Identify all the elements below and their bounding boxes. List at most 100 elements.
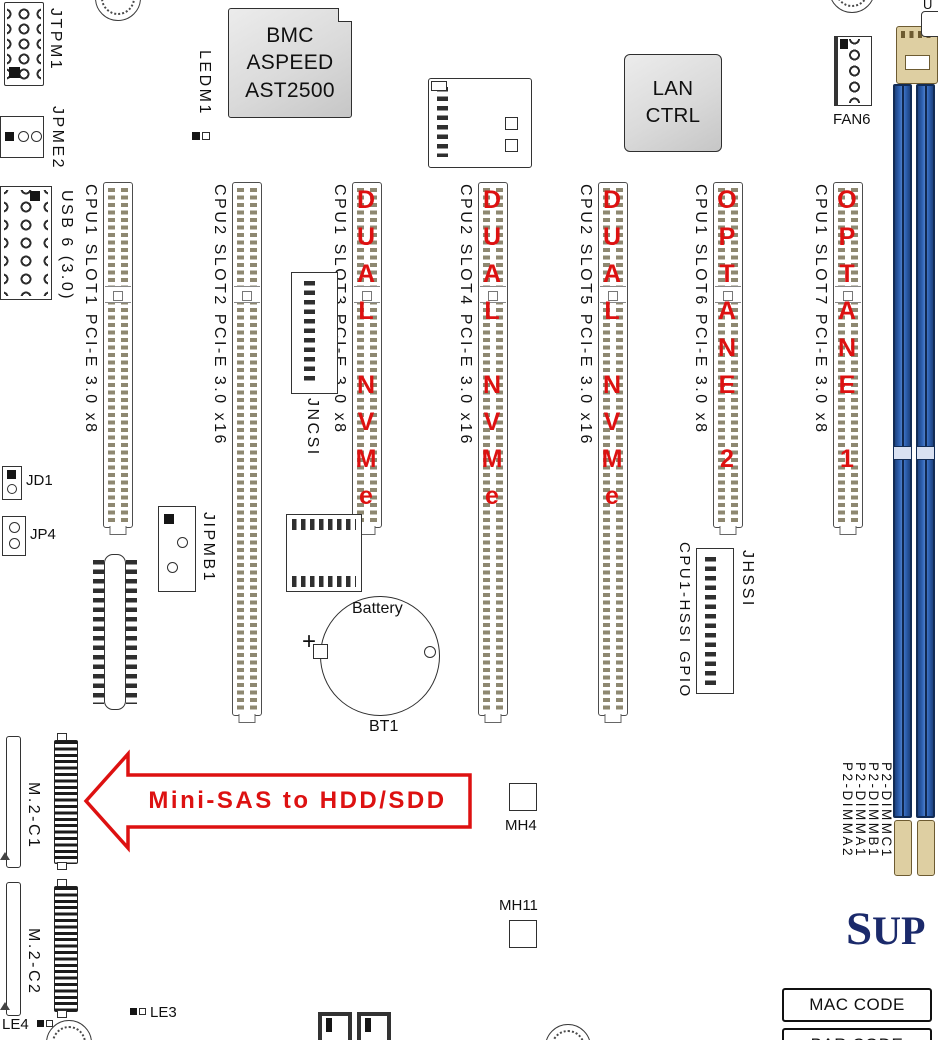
mh11-pad bbox=[509, 920, 537, 948]
index-triangle-icon bbox=[0, 852, 10, 860]
m2-c1-comb bbox=[54, 740, 78, 864]
slot7-optane1-annotation: OPTANE 1 bbox=[833, 186, 861, 482]
mac-code-label: MAC CODE bbox=[809, 995, 905, 1014]
flash-chip bbox=[428, 78, 532, 168]
jipmb1-header bbox=[158, 506, 196, 592]
battery-ref-label: BT1 bbox=[369, 718, 399, 735]
mini-sas-arrow-label: Mini-SAS to HDD/SDD bbox=[148, 787, 447, 814]
dimm-label-p2-dimmb1: P2-DIMMB1 bbox=[866, 762, 881, 859]
pin-row-icon bbox=[437, 87, 448, 157]
mini-sas-arrow-icon bbox=[83, 749, 472, 853]
m2-c1-rail bbox=[6, 736, 21, 868]
ledm1-led-icon bbox=[192, 132, 200, 140]
jncsi-connector bbox=[291, 272, 338, 394]
mh11-label: MH11 bbox=[499, 897, 538, 914]
le3-led-icon bbox=[130, 1008, 137, 1015]
pin-row-icon bbox=[705, 557, 716, 685]
dimm-bottom-latch-left bbox=[894, 820, 912, 876]
pcie-slot-4 bbox=[478, 182, 508, 716]
bmc-chip-label-line1: BMC bbox=[266, 24, 314, 48]
pcie-pin-column bbox=[483, 188, 490, 710]
lan-chip-label-line1: LAN bbox=[652, 77, 694, 101]
pcie-pin-column bbox=[718, 188, 725, 522]
dimm-slot-left bbox=[893, 84, 912, 818]
pin-icon bbox=[326, 1018, 332, 1032]
pcie-slot-6 bbox=[713, 182, 743, 528]
battery-dot-icon bbox=[424, 646, 436, 658]
le4-led-icon bbox=[37, 1020, 44, 1027]
bar-code-box: BAR CODE bbox=[782, 1028, 932, 1040]
pin-icon bbox=[167, 562, 178, 573]
pin1-marker-icon bbox=[7, 470, 16, 479]
pcie-pin-column bbox=[370, 188, 377, 522]
jpme2-header bbox=[0, 116, 44, 158]
supermicro-logo: SUP bbox=[846, 903, 926, 955]
dimm-label-p2-dimma1: P2-DIMMA1 bbox=[853, 762, 868, 859]
card-connector bbox=[286, 514, 362, 592]
pcie-pin-column bbox=[237, 188, 244, 710]
pin1-marker-icon bbox=[30, 191, 40, 201]
lan-controller-chip: LAN CTRL bbox=[624, 54, 722, 152]
jd1-jumper bbox=[2, 466, 22, 500]
ledm1-label: LEDM1 bbox=[196, 50, 213, 116]
slot4-dual-nvme-annotation: DUAL NVMe bbox=[478, 186, 506, 519]
cpu1-hssi-gpio-label: CPU1-HSSI GPIO bbox=[676, 542, 693, 699]
fan6-header bbox=[834, 36, 872, 106]
lan-chip-label-line2: CTRL bbox=[645, 104, 701, 127]
pin-icon bbox=[7, 484, 17, 494]
index-triangle-icon bbox=[0, 1002, 10, 1010]
ledm1-led-icon bbox=[202, 132, 210, 140]
pad-icon bbox=[431, 81, 447, 91]
pcie-pin-column bbox=[603, 188, 610, 710]
pin1-marker-icon bbox=[9, 67, 20, 78]
jd1-label: JD1 bbox=[26, 472, 53, 489]
pcie-pin-column bbox=[357, 188, 364, 522]
pin-row-icon bbox=[292, 576, 356, 587]
jhssi-connector bbox=[696, 548, 734, 694]
battery-plus-label: + bbox=[302, 628, 317, 655]
pcie-slot-1 bbox=[103, 182, 133, 528]
battery-terminal-icon bbox=[313, 644, 328, 659]
slot3-dual-nvme-annotation: DUAL NVMe bbox=[352, 186, 380, 519]
mh4-pad bbox=[509, 783, 537, 811]
mounting-hole-icon bbox=[95, 0, 141, 21]
pin-row-icon bbox=[292, 519, 356, 530]
bmc-chip: BMC ASPEED AST2500 bbox=[228, 8, 352, 118]
pcie-key-notch bbox=[715, 286, 741, 303]
pcie-key-notch bbox=[835, 286, 861, 303]
m2-c2-comb bbox=[54, 886, 78, 1012]
pcie-slot-6-label: CPU1 SLOT6 PCI-E 3.0 x8 bbox=[692, 184, 709, 435]
dimm-key-notch bbox=[917, 446, 934, 460]
dimm-key-notch bbox=[894, 446, 911, 460]
le3-label: LE3 bbox=[150, 1004, 177, 1021]
m2-c2-label: M.2-C2 bbox=[25, 928, 42, 996]
dimm-bottom-latch-right bbox=[917, 820, 935, 876]
dimm-label-p2-dimmc1: P2-DIMMC1 bbox=[879, 762, 894, 859]
le4-label: LE4 bbox=[2, 1016, 29, 1033]
pcie-key-notch bbox=[600, 286, 626, 303]
pin-icon bbox=[9, 538, 20, 549]
pcie-pin-column bbox=[851, 188, 858, 522]
pad-icon bbox=[57, 862, 67, 870]
pin-icon bbox=[365, 1018, 371, 1032]
pcie-pin-column bbox=[108, 188, 115, 522]
pin1-marker-icon bbox=[164, 514, 174, 524]
jtpm1-header bbox=[4, 2, 44, 86]
jhssi-label: JHSSI bbox=[739, 550, 756, 608]
pcie-slot-7-label: CPU1 SLOT7 PCI-E 3.0 x8 bbox=[812, 184, 829, 435]
edge-connector bbox=[104, 554, 126, 710]
corner-bracket bbox=[921, 11, 938, 37]
m2-c2-rail bbox=[6, 882, 21, 1016]
pcie-slot-1-label: CPU1 SLOT1 PCI-E 3.0 x8 bbox=[82, 184, 99, 435]
pin-grid-icon bbox=[840, 39, 869, 103]
pin-icon bbox=[31, 131, 42, 142]
pcie-slot-5 bbox=[598, 182, 628, 716]
pcie-pin-column bbox=[838, 188, 845, 522]
pcie-key-notch bbox=[480, 286, 506, 303]
pcie-pin-column bbox=[731, 188, 738, 522]
pcie-slot-3 bbox=[352, 182, 382, 528]
bottom-connector-2 bbox=[357, 1012, 391, 1040]
mh4-label: MH4 bbox=[505, 817, 537, 834]
jtpm1-label: JTPM1 bbox=[47, 8, 64, 72]
